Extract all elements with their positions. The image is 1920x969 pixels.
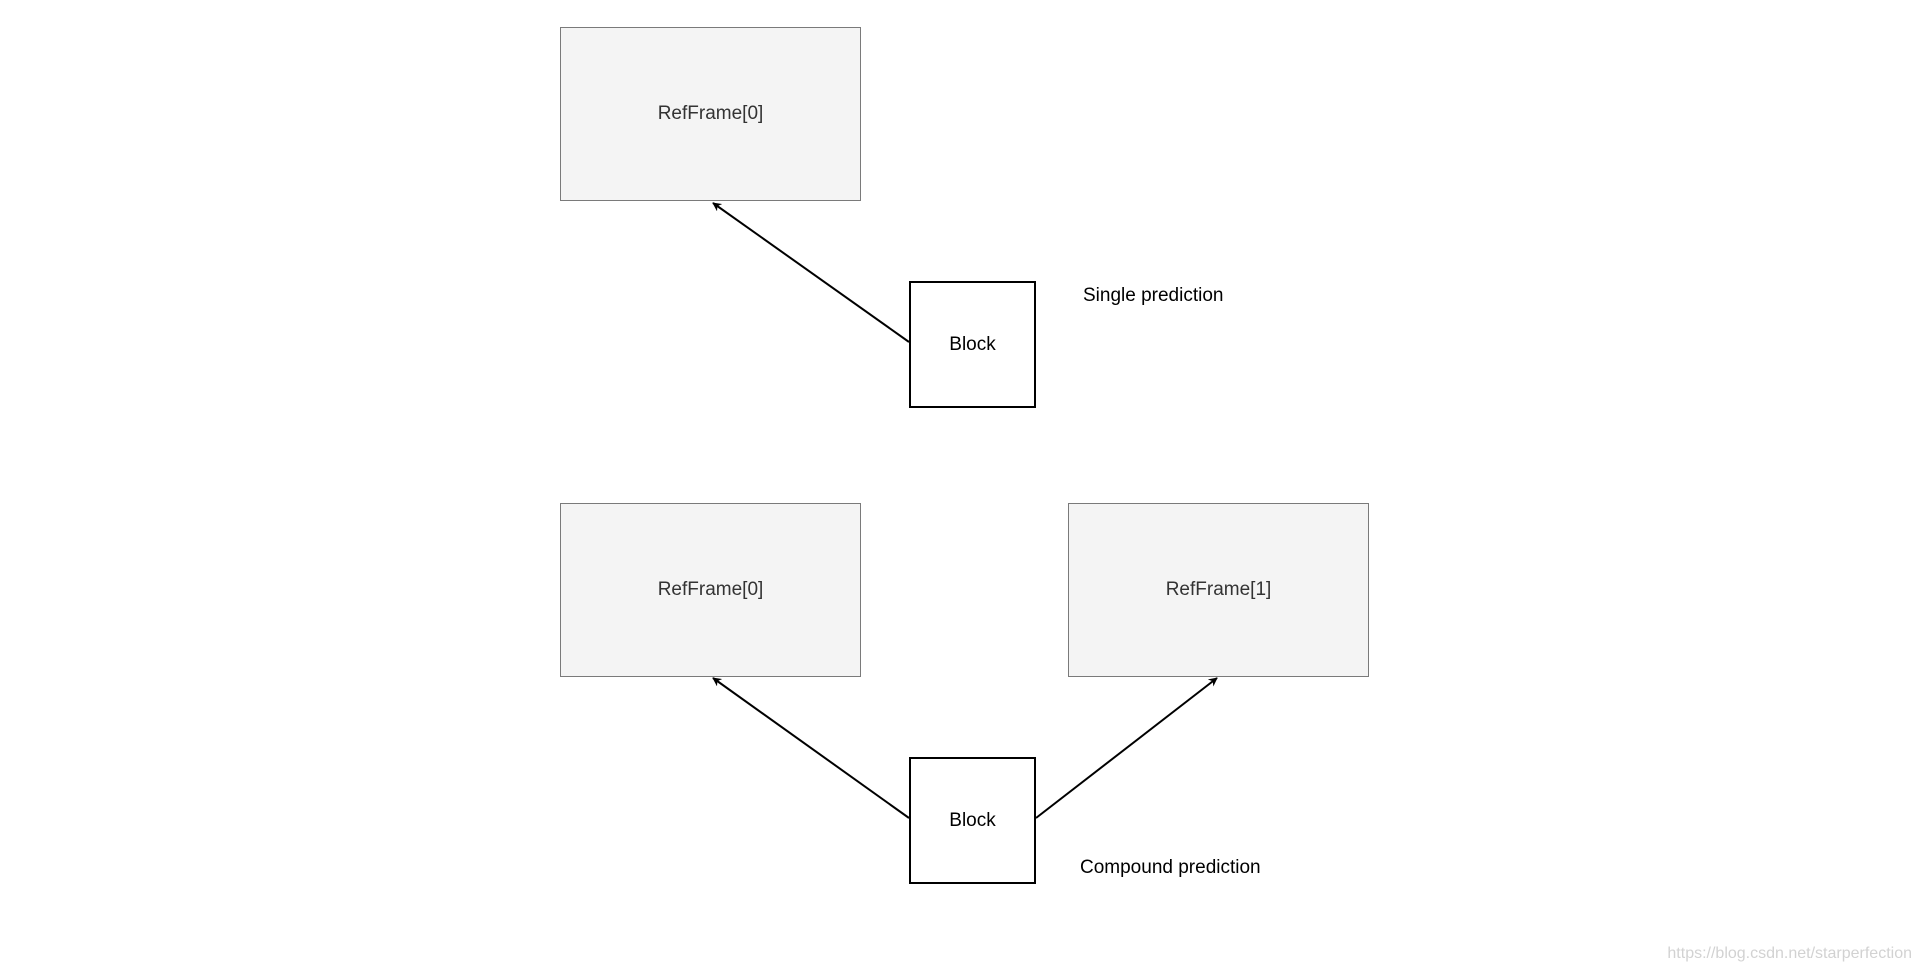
compound-refframe-1-box: RefFrame[1] [1068,503,1369,677]
compound-arrow-to-refframe1 [1035,677,1218,819]
single-block-label: Block [949,333,996,355]
compound-arrow-to-refframe0 [712,677,910,819]
compound-refframe-0-label: RefFrame[0] [657,579,764,600]
single-block-box: Block [909,281,1036,408]
single-arrow-to-refframe0 [712,202,910,343]
watermark-url: https://blog.csdn.net/starperfection [1667,945,1912,962]
compound-block-label: Block [949,809,996,831]
single-refframe-0-box: RefFrame[0] [560,27,861,201]
single-prediction-caption: Single prediction [1083,285,1224,306]
compound-block-box: Block [909,757,1036,884]
compound-refframe-0-box: RefFrame[0] [560,503,861,677]
single-refframe-0-label: RefFrame[0] [657,103,764,124]
compound-refframe-1-label: RefFrame[1] [1165,579,1272,600]
compound-prediction-caption: Compound prediction [1080,857,1261,878]
